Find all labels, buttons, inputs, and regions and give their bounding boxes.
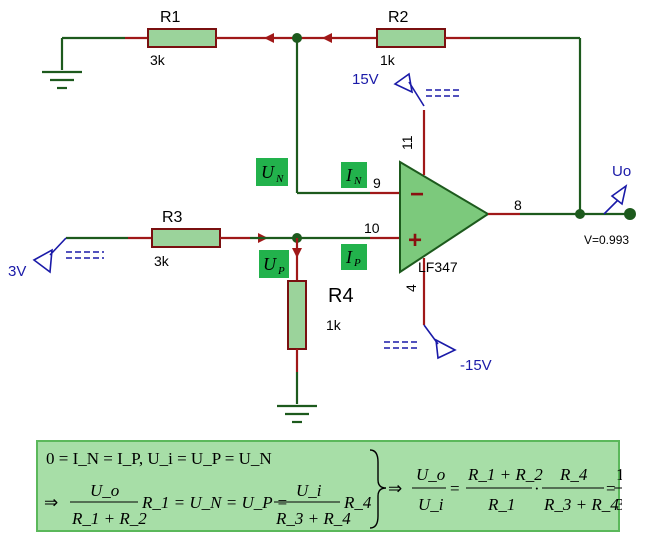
resistor-r2	[376, 28, 446, 48]
pin-10: 10	[364, 220, 380, 236]
resistor-r4	[287, 280, 307, 350]
opamp-plus-sign: +	[408, 227, 422, 254]
formula-line1: 0 = I_N = I_P, U_i = U_P = U_N	[46, 449, 272, 468]
ground-symbol-r1	[42, 38, 82, 90]
formula-res-lhs-den: U_i	[418, 495, 444, 514]
voltage-probe-icon	[603, 184, 628, 215]
svg-text:N: N	[353, 175, 362, 187]
label-r2-name: R2	[388, 9, 409, 26]
label-vin: 3V	[8, 263, 26, 280]
resistor-r1	[147, 28, 217, 48]
formula-res-dot: ·	[534, 479, 540, 498]
pin-8: 8	[514, 197, 522, 213]
vpos-source-icon	[393, 72, 462, 107]
formula-l2-num2: U_i	[296, 481, 322, 500]
label-r1-value: 3k	[150, 52, 166, 68]
tag-un: U N	[256, 158, 288, 186]
formula-res-f1-num: R_1 + R_2	[467, 465, 543, 484]
svg-text:U: U	[263, 254, 277, 274]
tag-ip: I P	[341, 244, 367, 270]
svg-text:I: I	[345, 247, 353, 267]
label-probe-reading: V=0.993	[584, 233, 629, 247]
formula-l2-den2: R_3 + R_4	[275, 509, 351, 528]
formula-res-lhs-num: U_o	[416, 465, 445, 484]
formula-res-val-num: 1	[616, 465, 622, 484]
pin-4: 4	[403, 284, 419, 292]
formula-brace	[369, 449, 387, 529]
formula-res-f1-den: R_1	[487, 495, 515, 514]
formula-l2-arrow: ⇒	[44, 493, 58, 512]
formula-res-f2-num: R_4	[559, 465, 588, 484]
pin-11: 11	[399, 135, 415, 150]
pin-9: 9	[373, 175, 381, 191]
formula-result-arrow: ⇒	[388, 479, 402, 498]
svg-text:U: U	[261, 162, 275, 182]
svg-text:P: P	[277, 265, 285, 277]
formula-l2-den1: R_1 + R_2	[71, 509, 147, 528]
svg-text:I: I	[345, 165, 353, 185]
formula-res-f2-den: R_3 + R_4	[543, 495, 619, 514]
tag-in: I N	[341, 162, 367, 188]
label-opamp-model: LF347	[418, 259, 458, 275]
svg-text:P: P	[353, 257, 361, 269]
current-arrow-r2	[322, 33, 332, 43]
junction-output	[575, 209, 585, 219]
current-arrow-r1	[264, 33, 274, 43]
resistor-r3	[151, 228, 221, 248]
formula-l2-mid: R_1 = U_N = U_P =	[141, 493, 288, 512]
formula-l2-end: R_4	[343, 493, 372, 512]
output-terminal	[624, 208, 636, 220]
formula-svg: 0 = I_N = I_P, U_i = U_P = U_N ⇒ U_o R_1…	[44, 449, 622, 529]
label-r2-value: 1k	[380, 52, 396, 68]
vin-source-icon	[32, 237, 104, 274]
tag-up: U P	[259, 250, 289, 278]
vneg-source-icon	[384, 324, 457, 360]
label-r3-value: 3k	[154, 253, 170, 269]
label-r1-name: R1	[160, 9, 181, 26]
label-vpos: 15V	[352, 71, 379, 88]
opamp-minus-sign: −	[410, 181, 424, 208]
formula-l2-num1: U_o	[90, 481, 119, 500]
svg-text:N: N	[275, 173, 284, 185]
formula-res-eq1: =	[450, 479, 460, 498]
label-r3-name: R3	[162, 209, 183, 226]
ground-symbol-r4	[277, 404, 317, 424]
opamp-body	[399, 160, 490, 274]
formula-res-val-den: 3	[616, 495, 622, 514]
label-vneg: -15V	[460, 357, 492, 374]
label-r4-name: R4	[328, 285, 354, 307]
label-probe-name: Uo	[612, 163, 631, 180]
formula-box: 0 = I_N = I_P, U_i = U_P = U_N ⇒ U_o R_1…	[36, 440, 622, 532]
formula-res-eq2: =	[606, 479, 616, 498]
label-r4-value: 1k	[326, 317, 342, 333]
